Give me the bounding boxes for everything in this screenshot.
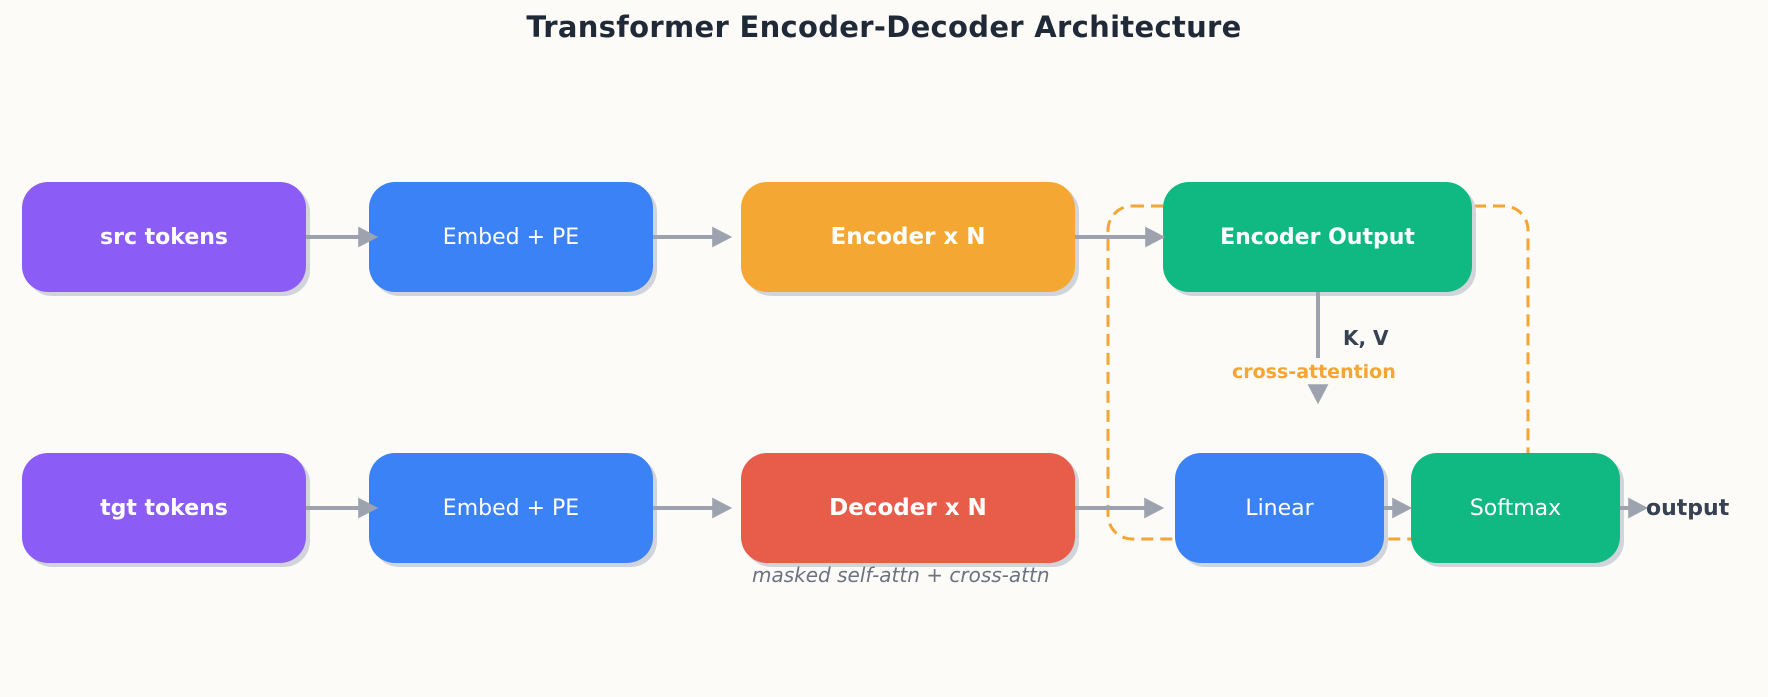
src-tokens-box [22, 182, 306, 292]
tgt-embed-box [369, 453, 653, 563]
cross-attention-label: cross-attention [1232, 361, 1396, 383]
encoder-output-box [1163, 182, 1472, 292]
decoder-label: Decoder x N [829, 495, 987, 521]
linear-box [1175, 453, 1384, 563]
encoder-output-label: Encoder Output [1220, 224, 1415, 250]
src-tokens-label: src tokens [100, 224, 228, 250]
softmax-label: Softmax [1469, 495, 1562, 521]
tgt-embed-label: Embed + PE [442, 495, 580, 521]
decoder-note: masked self-attn + cross-attn [752, 563, 1050, 587]
decoder-box [741, 453, 1075, 563]
src-embed-label: Embed + PE [442, 224, 580, 250]
kv-label: K, V [1343, 326, 1389, 350]
diagram-title: Transformer Encoder-Decoder Architecture [526, 10, 1242, 44]
src-embed-box [369, 182, 653, 292]
tgt-tokens-label: tgt tokens [100, 495, 228, 521]
encoder-box [741, 182, 1075, 292]
output-label: output [1646, 496, 1730, 521]
softmax-box [1411, 453, 1620, 563]
encoder-label: Encoder x N [830, 224, 986, 250]
linear-label: Linear [1245, 495, 1314, 521]
tgt-tokens-box [22, 453, 306, 563]
